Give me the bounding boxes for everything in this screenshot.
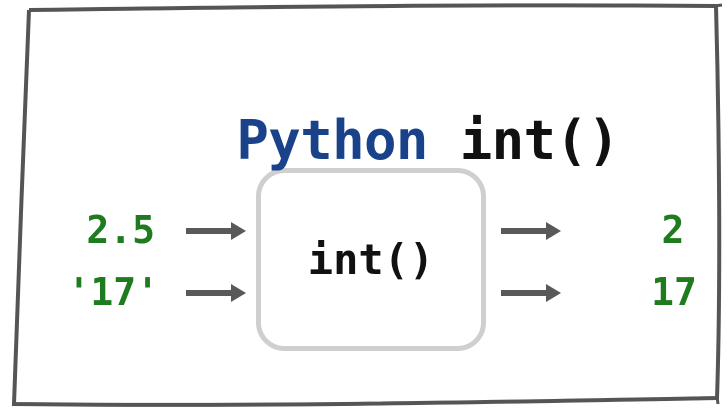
input-value: 2.5 [86,208,155,252]
output-value: 17 [651,270,697,314]
arrow-right-icon [501,222,561,240]
function-box [256,168,486,351]
arrow-right-icon [186,284,246,302]
function-box-label: int() [307,235,435,284]
arrow-right-icon [186,222,246,240]
output-value: 2 [661,208,685,252]
frame-corner-overshoot-top-right [713,3,723,8]
title-function-text: int() [459,109,620,172]
frame-corner-overshoot-bottom-right [715,395,720,405]
input-value: '17' [67,270,159,314]
page-title: Python int() [0,42,728,172]
arrow-right-icon [501,284,561,302]
title-product-text: Python [236,109,428,172]
